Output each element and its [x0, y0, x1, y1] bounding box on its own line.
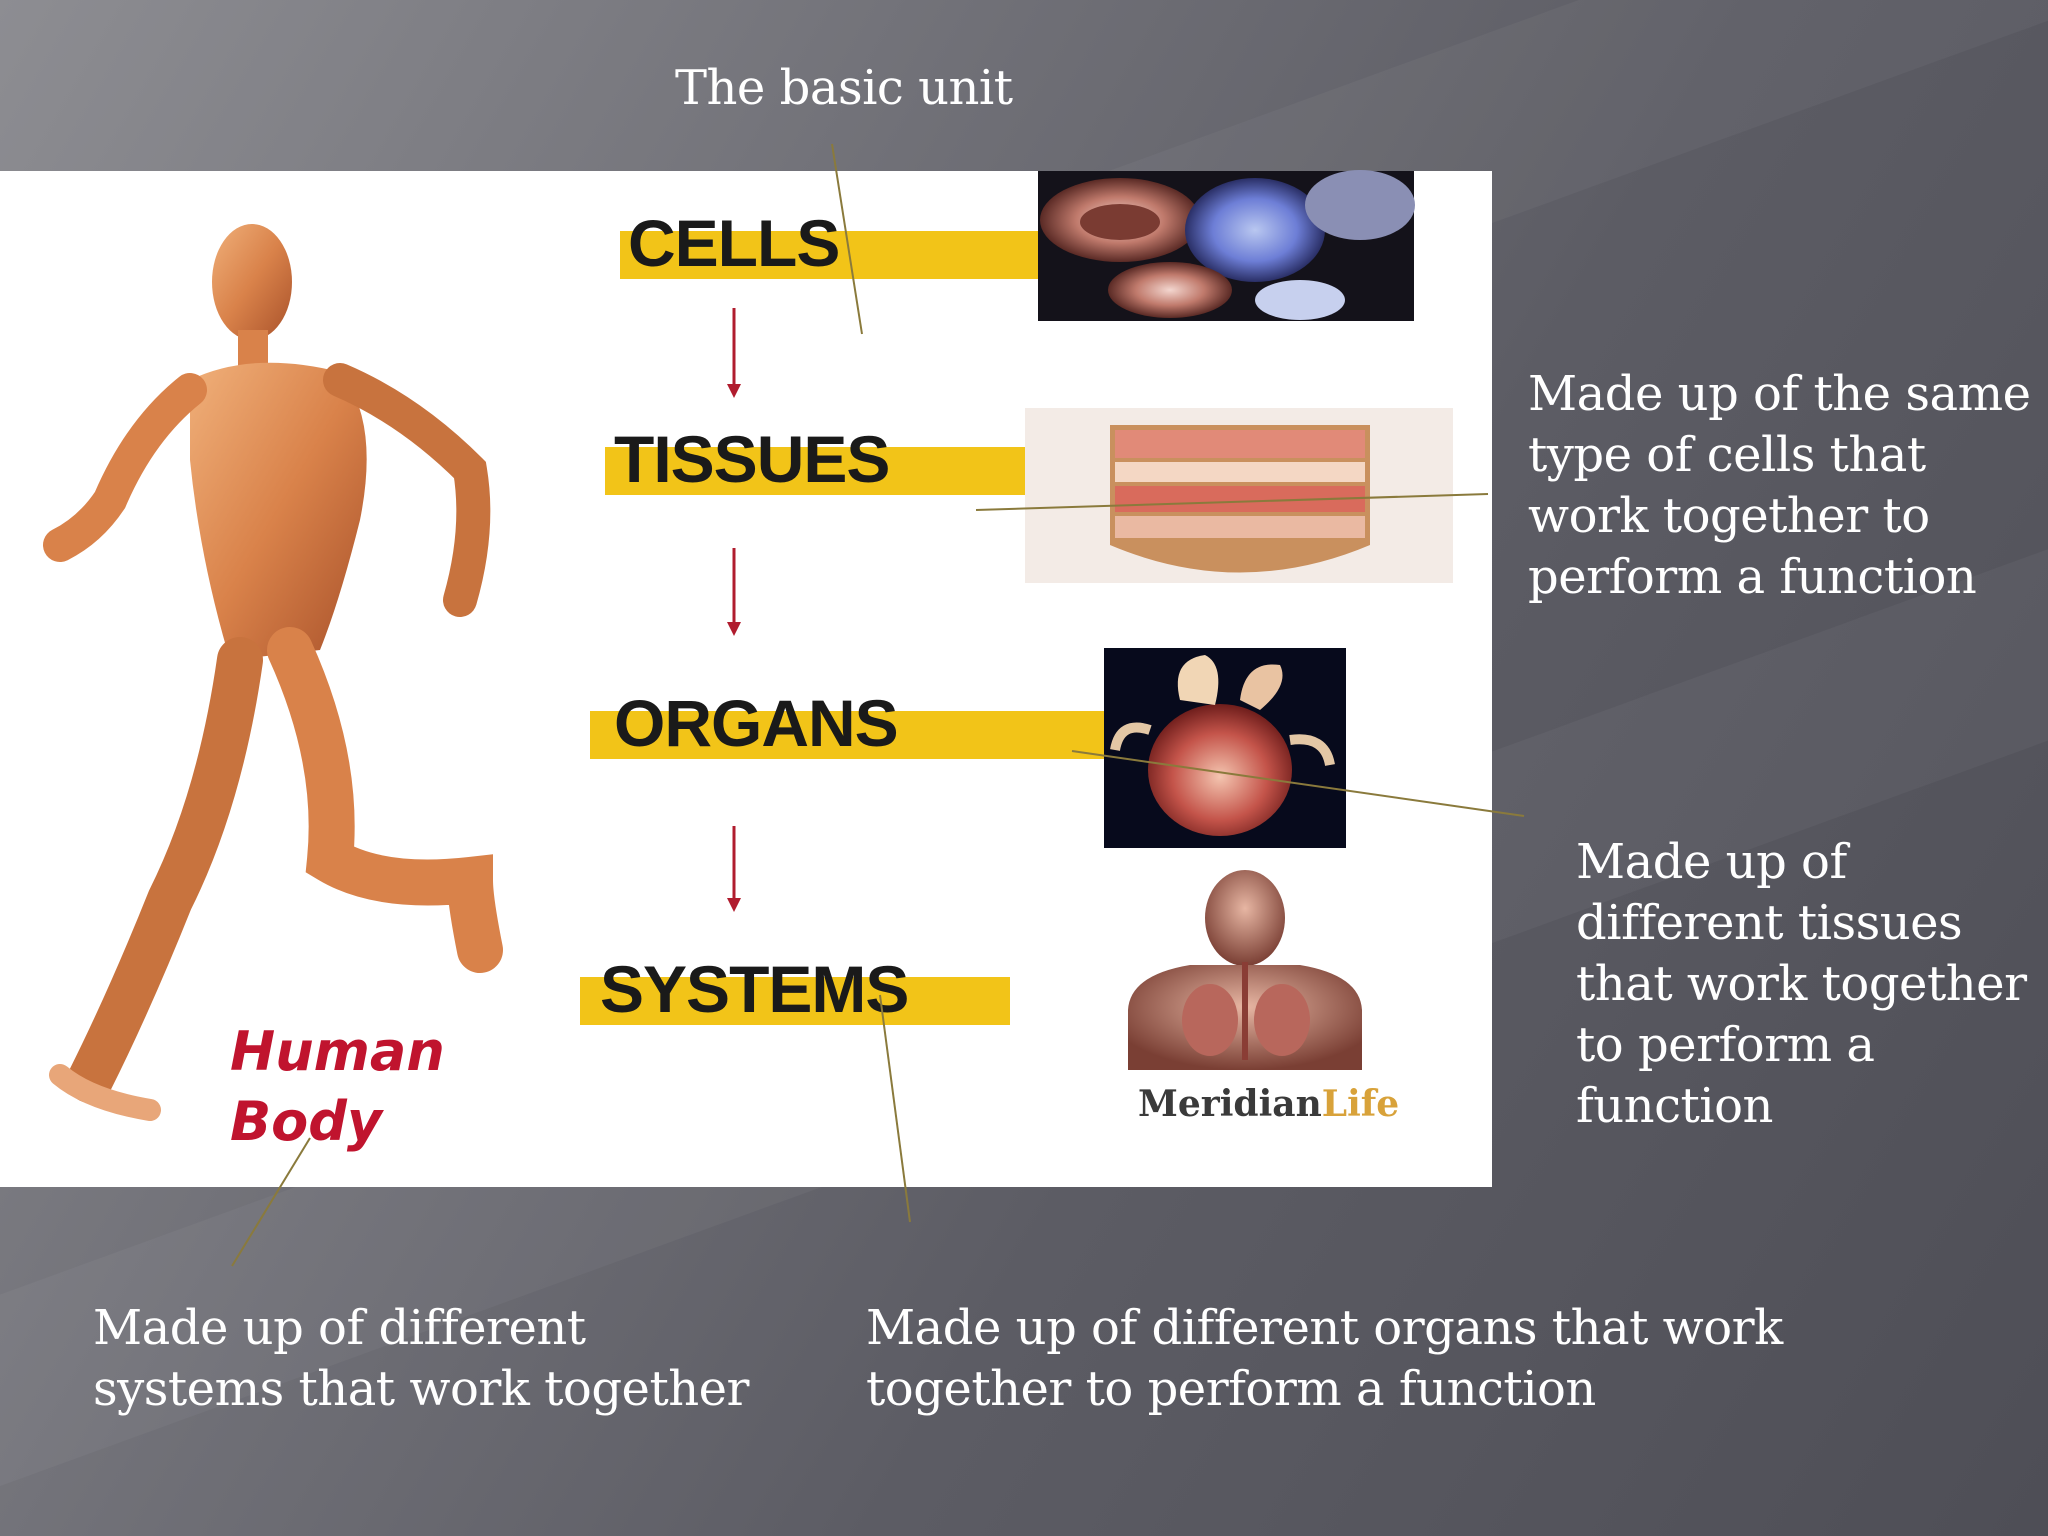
- leader-line-body: [231, 1137, 311, 1267]
- systems-bar: [580, 977, 1010, 1025]
- callout-organs-line: function: [1576, 1078, 1773, 1134]
- callout-tissues-line: work together to: [1528, 488, 1930, 544]
- cells-bar: [620, 231, 1040, 279]
- human-body-label-line2: Body: [230, 1090, 383, 1153]
- human-figure-image: [43, 224, 503, 1121]
- level-cells: CELLS: [628, 206, 840, 280]
- level-tissues: TISSUES: [614, 422, 890, 496]
- callout-systems: Made up of different organs that work to…: [866, 1298, 1783, 1420]
- human-body-label-line1: Human: [230, 1020, 445, 1083]
- torso-image: [1128, 870, 1362, 1070]
- callout-organs-line: Made up of: [1576, 834, 1847, 890]
- callout-systems-line: together to perform a function: [866, 1361, 1596, 1417]
- brand-part-b: Life: [1321, 1083, 1400, 1125]
- callout-body-line: systems that work together: [93, 1361, 750, 1417]
- brand-logo: MeridianLife: [1138, 1083, 1399, 1125]
- tissues-bar: [605, 447, 1025, 495]
- arrow-tissues-to-organs: [727, 548, 741, 636]
- tissues-image: [1025, 408, 1453, 583]
- heart-image: [1104, 648, 1346, 848]
- level-systems: SYSTEMS: [600, 952, 909, 1026]
- arrow-organs-to-systems: [727, 826, 741, 912]
- leader-line-systems: [879, 994, 911, 1223]
- organs-bar: [590, 711, 1110, 759]
- callout-organs-line: to perform a: [1576, 1017, 1875, 1073]
- cells-image: [1038, 170, 1415, 321]
- arrow-cells-to-tissues: [727, 308, 741, 398]
- callout-body-line: Made up of different: [93, 1300, 586, 1356]
- callout-tissues-line: type of cells that: [1528, 427, 1926, 483]
- callout-organs: Made up of different tissues that work t…: [1576, 832, 2027, 1137]
- level-organs: ORGANS: [614, 686, 899, 760]
- callout-organs-line: that work together: [1576, 956, 2027, 1012]
- callout-human-body: Made up of different systems that work t…: [93, 1298, 750, 1420]
- brand-part-a: Meridian: [1138, 1083, 1322, 1125]
- leader-line-organs: [1071, 750, 1525, 817]
- callout-tissues-line: perform a function: [1528, 549, 1977, 605]
- callout-organs-line: different tissues: [1576, 895, 1963, 951]
- callout-systems-line: Made up of different organs that work: [866, 1300, 1783, 1356]
- callout-tissues-line: Made up of the same: [1528, 366, 2031, 422]
- callout-tissues: Made up of the same type of cells that w…: [1528, 364, 2031, 608]
- leader-line-tissues: [975, 493, 1489, 511]
- leader-line-cells: [831, 143, 863, 335]
- callout-basic-unit: The basic unit: [675, 60, 1013, 116]
